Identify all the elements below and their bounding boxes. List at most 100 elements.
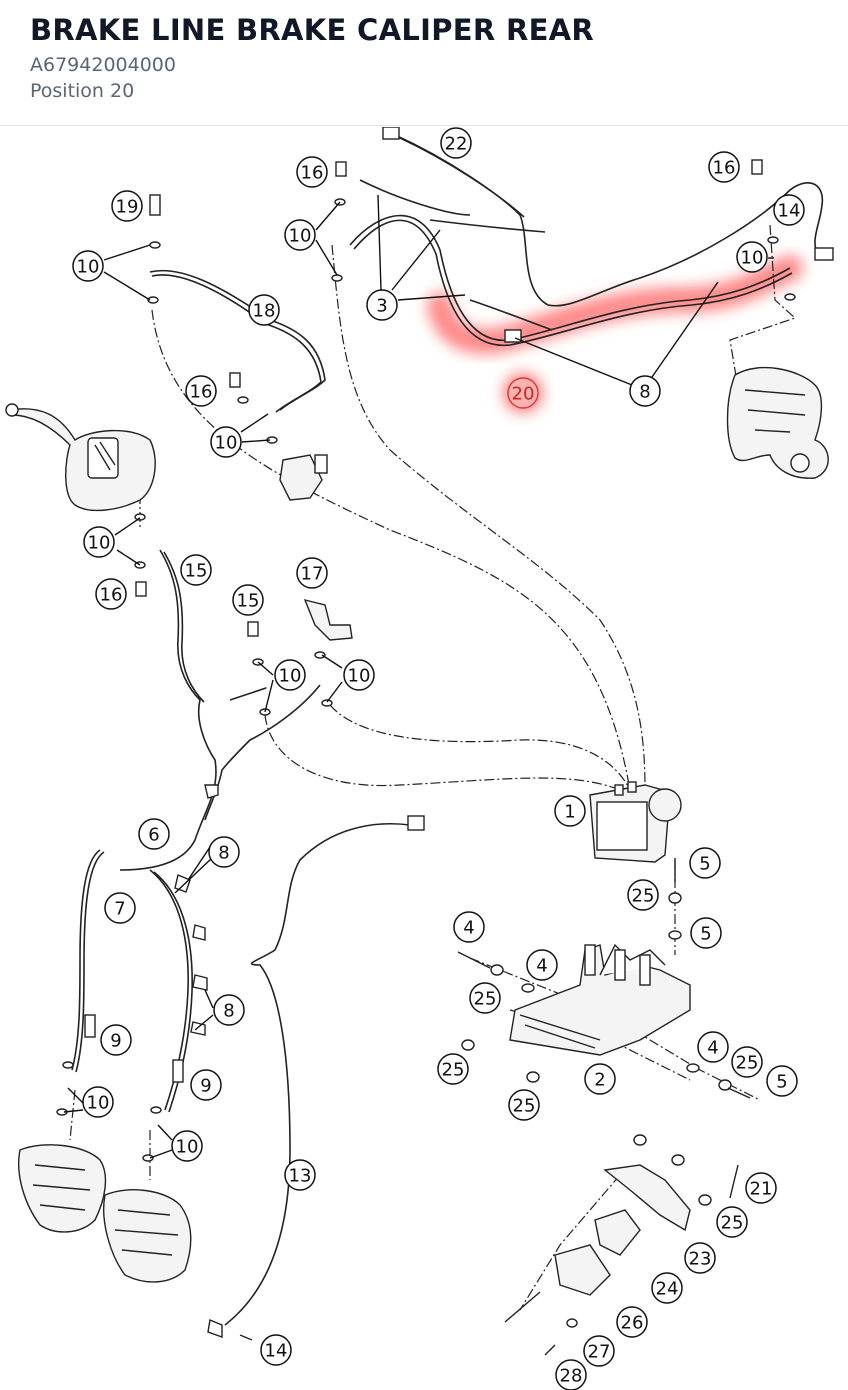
callout-19[interactable]: 19: [111, 190, 143, 222]
mounting-bracket: [554, 1164, 691, 1296]
callout-16[interactable]: 16: [185, 375, 217, 407]
callout-16[interactable]: 16: [708, 151, 740, 183]
callout-label: 10: [176, 1137, 199, 1158]
callout-8[interactable]: 8: [208, 836, 240, 868]
bolts: [239, 858, 751, 1356]
callout-13[interactable]: 13: [284, 1159, 316, 1191]
callout-circle: [731, 1046, 763, 1078]
callout-26[interactable]: 26: [616, 1306, 648, 1338]
callout-circle: [104, 892, 136, 924]
callout-circle: [83, 526, 115, 558]
abs-unit: [589, 781, 682, 863]
callout-10[interactable]: 10: [171, 1130, 203, 1162]
callout-label: 10: [87, 1093, 110, 1114]
callout-label: 10: [77, 257, 100, 278]
callout-4[interactable]: 4: [697, 1031, 729, 1063]
parts-drawings: [5, 127, 834, 1356]
callout-15[interactable]: 15: [180, 554, 212, 586]
callout-circle: [171, 1130, 203, 1162]
callout-25[interactable]: 25: [437, 1053, 469, 1085]
callout-circle: [689, 847, 721, 879]
callout-2[interactable]: 2: [584, 1063, 616, 1095]
callout-21[interactable]: 21: [745, 1172, 777, 1204]
callout-label: 16: [100, 585, 123, 606]
callout-circle: [111, 190, 143, 222]
callout-circle: [190, 1069, 222, 1101]
callout-25[interactable]: 25: [716, 1206, 748, 1238]
callout-9[interactable]: 9: [100, 1024, 132, 1056]
callout-18[interactable]: 18: [248, 294, 280, 326]
callout-3[interactable]: 3: [366, 289, 398, 321]
callout-10[interactable]: 10: [210, 426, 242, 458]
callout-label: 10: [279, 666, 302, 687]
callout-circle: [616, 1306, 648, 1338]
callout-label: 25: [442, 1060, 465, 1081]
callout-1[interactable]: 1: [554, 795, 586, 827]
callout-27[interactable]: 27: [583, 1335, 615, 1367]
callout-24[interactable]: 24: [651, 1272, 683, 1304]
callout-17[interactable]: 17: [296, 557, 328, 589]
abs-bracket: [509, 943, 691, 1056]
callout-label: 15: [185, 561, 208, 582]
callout-16[interactable]: 16: [95, 578, 127, 610]
callout-label: 23: [689, 1249, 712, 1270]
callout-label: 10: [289, 226, 312, 247]
callout-label: 21: [750, 1179, 773, 1200]
callout-25[interactable]: 25: [731, 1046, 763, 1078]
callout-label: 5: [699, 854, 710, 875]
front-caliper-left: [18, 1144, 107, 1233]
callout-23[interactable]: 23: [684, 1242, 716, 1274]
callout-4[interactable]: 4: [526, 949, 558, 981]
callout-circle: [690, 917, 722, 949]
callout-circle: [469, 982, 501, 1014]
callout-label: 8: [639, 382, 650, 403]
callout-8[interactable]: 8: [629, 375, 661, 407]
callout-label: 14: [265, 1341, 288, 1362]
callout-7[interactable]: 7: [104, 892, 136, 924]
callout-circle: [232, 584, 264, 616]
callout-14[interactable]: 14: [773, 194, 805, 226]
callout-22[interactable]: 22: [440, 127, 472, 159]
callout-10[interactable]: 10: [343, 659, 375, 691]
callout-28[interactable]: 28: [555, 1359, 587, 1390]
callout-16[interactable]: 16: [296, 156, 328, 188]
callout-15[interactable]: 15: [232, 584, 264, 616]
rear-brake-caliper: [726, 367, 829, 479]
callout-5[interactable]: 5: [689, 847, 721, 879]
callout-10[interactable]: 10: [736, 241, 768, 273]
callout-circle: [697, 1031, 729, 1063]
callout-label: 28: [560, 1366, 583, 1387]
callout-10[interactable]: 10: [274, 659, 306, 691]
callout-10[interactable]: 10: [82, 1086, 114, 1118]
callout-circle: [766, 1065, 798, 1097]
callout-14[interactable]: 14: [260, 1334, 292, 1366]
callout-circle: [284, 219, 316, 251]
callout-25[interactable]: 25: [469, 982, 501, 1014]
callout-8[interactable]: 8: [213, 994, 245, 1026]
callout-label: 27: [588, 1342, 611, 1363]
callout-25[interactable]: 25: [508, 1089, 540, 1121]
callout-5[interactable]: 5: [766, 1065, 798, 1097]
callout-label: 10: [741, 248, 764, 269]
callout-label: 5: [776, 1072, 787, 1093]
callout-circle: [210, 426, 242, 458]
callout-10[interactable]: 10: [284, 219, 316, 251]
callout-25[interactable]: 25: [627, 879, 659, 911]
callout-5[interactable]: 5: [690, 917, 722, 949]
callout-circle: [100, 1024, 132, 1056]
callout-circle: [185, 375, 217, 407]
callout-label: 6: [148, 825, 159, 846]
callout-9[interactable]: 9: [190, 1069, 222, 1101]
callout-label: 25: [513, 1096, 536, 1117]
callout-circle: [773, 194, 805, 226]
callout-circle: [296, 156, 328, 188]
part-number: A67942004000: [30, 54, 176, 76]
callout-10[interactable]: 10: [83, 526, 115, 558]
callout-10[interactable]: 10: [72, 250, 104, 282]
callout-4[interactable]: 4: [453, 911, 485, 943]
callout-circle: [296, 557, 328, 589]
callout-6[interactable]: 6: [138, 818, 170, 850]
front-caliper-right: [103, 1189, 192, 1283]
fittings: [84, 127, 834, 1083]
callout-20[interactable]: 20: [507, 377, 539, 409]
